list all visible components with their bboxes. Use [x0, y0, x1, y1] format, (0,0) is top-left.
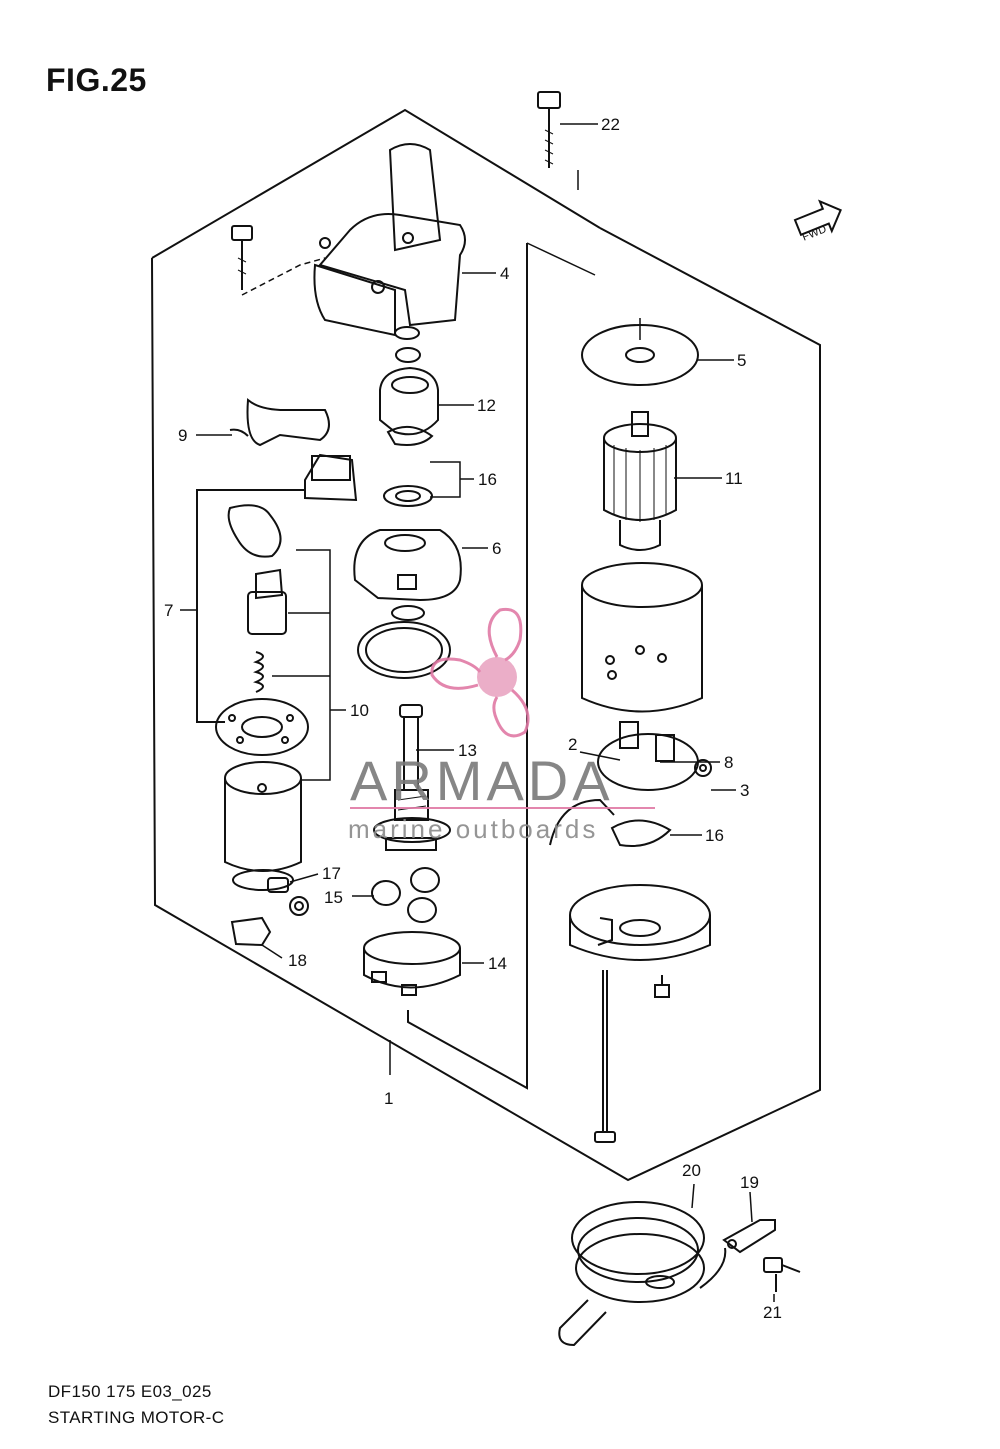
nut-3	[694, 759, 712, 777]
callout-18: 18	[288, 951, 307, 970]
callout-5: 5	[737, 351, 746, 370]
callout-9: 9	[178, 426, 187, 445]
callout-15: 15	[324, 888, 343, 907]
plate-10	[215, 698, 309, 756]
propeller-icon	[430, 607, 530, 738]
callout-2: 2	[568, 735, 577, 754]
bracket-group-7	[196, 453, 358, 723]
planet-gears-15	[371, 867, 440, 923]
bolt-21	[763, 1257, 801, 1292]
motor-body	[224, 761, 302, 893]
callout-7: 7	[164, 601, 173, 620]
callout-6: 6	[492, 539, 501, 558]
callout-16-upper: 16	[478, 470, 497, 489]
leader-lines	[180, 123, 775, 1302]
spring-10	[253, 651, 264, 693]
gear-housing-6	[353, 529, 462, 602]
through-bolt	[594, 970, 616, 1143]
callout-20: 20	[682, 1161, 701, 1180]
clip-16-lower	[610, 819, 672, 847]
o-ring-and-gasket	[357, 605, 451, 679]
shift-lever-9	[229, 397, 330, 447]
solenoid-housing-4	[313, 143, 466, 337]
screw-small	[654, 975, 670, 998]
callout-21: 21	[763, 1303, 782, 1322]
callout-13: 13	[458, 741, 477, 760]
bolt-22	[537, 91, 561, 168]
callout-10: 10	[350, 701, 369, 720]
yoke	[581, 562, 703, 713]
ring-gear-14	[363, 931, 461, 996]
callout-1: 1	[384, 1089, 393, 1108]
footer-model-code: DF150 175 E03_025	[48, 1382, 212, 1401]
callout-8: 8	[724, 753, 733, 772]
bracket-19	[722, 1219, 776, 1254]
callout-19: 19	[740, 1173, 759, 1192]
callout-22: 22	[601, 115, 620, 134]
watermark-brand: ARMADA	[350, 749, 614, 812]
shaft-13	[373, 704, 451, 851]
bolt-left	[231, 225, 326, 296]
callout-16-lower: 16	[705, 826, 724, 845]
nut-17	[289, 896, 309, 916]
clamp-18	[230, 916, 272, 947]
clip-16-upper	[383, 425, 434, 507]
watermark: ARMADA marine outboards	[348, 607, 655, 844]
pinion-12	[379, 326, 439, 436]
callout-4: 4	[500, 264, 509, 283]
plate-5	[581, 318, 699, 386]
watermark-tagline: marine outboards	[348, 814, 598, 844]
assembly-frame	[151, 108, 821, 1182]
callout-labels: 22 4 5 12 11 9 16 6 7 10 13 2 8 3 16 17 …	[164, 115, 782, 1322]
callout-17: 17	[322, 864, 341, 883]
callout-14: 14	[488, 954, 507, 973]
callout-11: 11	[725, 469, 743, 488]
armature-11	[603, 411, 677, 551]
fwd-arrow-icon	[793, 199, 842, 237]
callout-3: 3	[740, 781, 749, 800]
callout-12: 12	[477, 396, 496, 415]
footer-description: STARTING MOTOR-C	[48, 1408, 225, 1427]
figure-title: FIG.25	[46, 62, 147, 98]
band-20	[558, 1201, 727, 1347]
end-cap	[569, 884, 711, 961]
